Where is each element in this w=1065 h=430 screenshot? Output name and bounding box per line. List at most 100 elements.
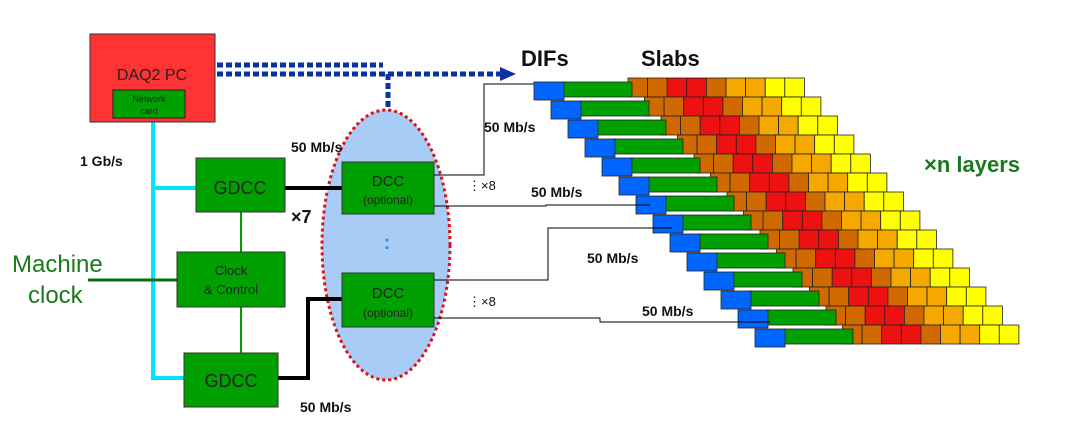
slab-cell: [811, 153, 832, 174]
slab-cell: [946, 286, 967, 307]
slab-cell: [732, 153, 754, 174]
dcc-dif-links: [434, 83, 770, 323]
slab-bar: [782, 328, 854, 345]
slab-cell: [817, 115, 838, 136]
slab-cell: [739, 115, 760, 136]
slab-cell: [706, 77, 727, 98]
link-1gb-label: 1 Gb/s: [80, 153, 123, 169]
dcc-ellipsis: :: [384, 232, 391, 254]
slab-cell: [827, 172, 849, 193]
slab-cell: [962, 305, 984, 326]
dif-module: [754, 328, 786, 348]
slab-bar: [731, 271, 803, 288]
slab-cell: [830, 153, 852, 174]
slab-cell: [929, 267, 951, 288]
slab-cell: [713, 153, 734, 174]
difs-label: DIFs: [521, 46, 569, 71]
slab-cell: [768, 172, 790, 193]
slab-bar: [663, 195, 735, 212]
gdcc-dcc-link-bottom: [278, 297, 342, 380]
x8-top-label: ⋮×8: [468, 178, 496, 193]
clock-control: Clock & Control: [176, 251, 286, 308]
slab-cell: [850, 153, 871, 174]
slab-cell: [663, 96, 685, 117]
dcc-top-line1: DCC: [372, 173, 405, 190]
slab-cell: [758, 115, 780, 136]
slab-bar: [595, 119, 667, 136]
network-card-line2: card: [140, 106, 158, 116]
slab-cell: [841, 210, 862, 231]
slab-cell: [800, 96, 822, 117]
slab-cell: [702, 96, 724, 117]
slab-bar: [748, 290, 820, 307]
daq-pc-title: DAQ2 PC: [117, 67, 187, 84]
slab-cell: [926, 286, 948, 307]
gdcc-top-label: GDCC: [214, 178, 267, 198]
slab-cell: [683, 96, 704, 117]
slab-cell: [788, 172, 809, 193]
dif-module: [533, 81, 565, 101]
slab-cell: [851, 267, 872, 288]
x8-bottom-label: ⋮×8: [468, 294, 496, 309]
slab-cell: [900, 324, 922, 345]
slab-cell: [887, 286, 908, 307]
slab-cell: [778, 115, 799, 136]
slab-cell: [814, 134, 835, 155]
slab-cell: [794, 134, 816, 155]
slab-cell: [761, 96, 783, 117]
slab-cell: [880, 210, 901, 231]
slab-cell: [666, 77, 688, 98]
slab-cell: [884, 305, 905, 326]
slab-cell: [913, 248, 934, 269]
network-links: [151, 118, 196, 380]
dcc-bottom: DCC (optional): [341, 272, 435, 328]
slab-cell: [833, 134, 855, 155]
slab-cell: [785, 191, 806, 212]
slab-bar: [765, 309, 837, 326]
slab-bar: [578, 100, 650, 117]
slab-cell: [828, 286, 850, 307]
rate-dif-3: 50 Mb/s: [587, 250, 639, 266]
rate-dif-4: 50 Mb/s: [642, 303, 694, 319]
slab-cell: [890, 267, 912, 288]
rate-gdcc-dcc-top: 50 Mb/s: [291, 139, 343, 155]
slab-bar: [697, 233, 769, 250]
slab-cell: [866, 172, 888, 193]
dcc-bottom-line2: (optional): [363, 306, 413, 320]
slab-cell: [949, 267, 970, 288]
slab-cell: [899, 210, 921, 231]
dif-module: [652, 214, 684, 234]
dif-module: [669, 233, 701, 253]
slab-cell: [798, 229, 820, 250]
slab-cell: [821, 210, 842, 231]
slab-bar: [646, 176, 718, 193]
slab-cell: [749, 172, 770, 193]
rate-dif-2: 50 Mb/s: [531, 184, 583, 200]
dif-module: [703, 271, 735, 291]
slab-cell: [762, 210, 784, 231]
slab-cell: [725, 77, 747, 98]
rate-dif-1: 50 Mb/s: [484, 119, 536, 135]
slab-cell: [998, 324, 1020, 345]
slab-cell: [844, 191, 865, 212]
slab-cell: [904, 305, 925, 326]
slab-cell: [696, 134, 718, 155]
slab-cell: [735, 134, 757, 155]
slab-cell: [881, 324, 902, 345]
slab-cell: [896, 229, 918, 250]
slab-cell: [831, 267, 853, 288]
slab-cell: [779, 229, 800, 250]
slab-cell: [932, 248, 954, 269]
slab-cell: [782, 210, 803, 231]
dif-module: [720, 290, 752, 310]
slab-cell: [764, 77, 786, 98]
slab-cell: [910, 267, 931, 288]
slab-cell: [699, 115, 721, 136]
slab-cell: [916, 229, 937, 250]
machine-clock-line2: clock: [28, 282, 84, 309]
network-card-line1: Network: [132, 94, 166, 104]
slab-cell: [781, 96, 802, 117]
dif-module: [584, 138, 616, 158]
slab-cell: [815, 248, 836, 269]
slab-cell: [742, 96, 763, 117]
